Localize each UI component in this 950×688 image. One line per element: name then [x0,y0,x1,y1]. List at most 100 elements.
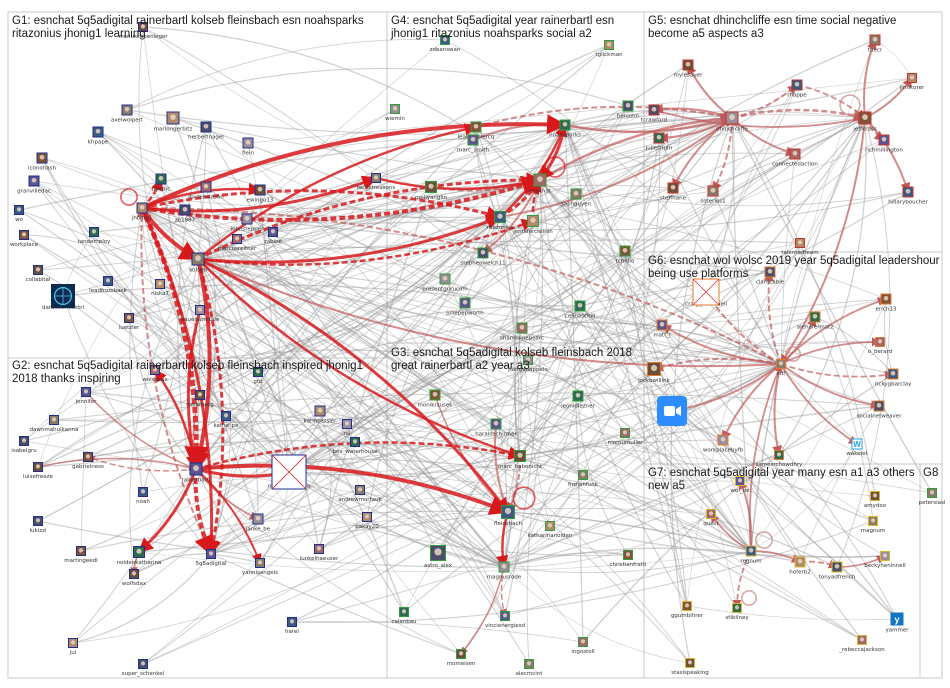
node-stibilney[interactable]: stibilney [725,603,749,621]
node-alehafermatz[interactable]: alehafermatz [797,311,834,331]
node-collabital[interactable]: collabital [26,265,51,283]
node-benjohn[interactable]: benjohn [617,100,640,120]
node-super-schenkel[interactable]: super_schenkel [122,659,165,677]
node-regnum[interactable]: regnum [740,545,762,565]
node-soterios1[interactable]: soterios1 [700,185,726,205]
node-leonidlezner[interactable]: leonidlezner [561,390,596,410]
node-stasispeaking[interactable]: stasispeaking [671,658,709,676]
node-wol-de[interactable]: wol_de [730,476,750,494]
node-noah[interactable]: noah [136,487,150,505]
node-astro-alex[interactable]: astro_alex [424,545,453,569]
node-flein[interactable]: flein [242,137,254,157]
node-rainerbartl[interactable]: rainerbartl [181,462,211,484]
node-marlongerbitz[interactable]: marlongerbitz [154,111,193,133]
node-wolvesax[interactable]: wolvesax [142,365,169,383]
node-harel[interactable]: harel [285,617,299,635]
node-amydoo[interactable]: amydoo [864,491,887,509]
node-pakay20[interactable]: pakay20 [355,512,379,530]
node-richmillington[interactable]: richmillington [865,134,903,154]
node-clarecable[interactable]: clarecable [756,266,785,286]
node-iconohash[interactable]: iconohash [28,152,56,172]
node-jhonig1[interactable]: jhonig1 [131,202,152,222]
node-lukizzi[interactable]: lukizzi [29,516,47,534]
node-monikrzusek[interactable]: monikrzusek [418,389,454,409]
node-marc-smith[interactable]: marc_smith [457,134,490,154]
node-granvilledac[interactable]: granvilledac [17,175,51,195]
node-dawnmahulkanna[interactable]: dawnmahulkanna [30,415,79,433]
node-alecmcint[interactable]: alecmcint [516,659,544,677]
node-calanbau[interactable]: calanbau [391,607,417,625]
node-beckyheninnell[interactable]: beckyheninnell [864,551,906,569]
node-sdf[interactable]: sdf [776,359,786,377]
node-ritazonius[interactable]: ritazonius [487,211,514,231]
node-talentedteam[interactable]: talentedteam [781,238,819,256]
node-celinaschill[interactable]: celinaschill [565,300,596,320]
node-ral[interactable]: ral [342,419,352,437]
node-sharonlinepearc[interactable]: sharonlinepearc [500,322,544,342]
node-zdeanswan[interactable]: zdeanswan [430,35,461,53]
node-andrewmortauk[interactable]: andrewmortauk [338,485,383,503]
node-petersiasl[interactable]: petersiasl [919,488,946,506]
node-momeisen[interactable]: momeisen [447,649,476,667]
node-erich13[interactable]: erich13 [876,293,897,313]
node-miemc[interactable]: miemc [152,173,171,193]
node-martingeedl[interactable]: martingeedl [64,546,98,564]
node-janke-be[interactable]: janke_be [245,513,271,533]
node-vincienergiesd[interactable]: vincienergiesd [485,611,525,629]
node-quest[interactable]: quest [703,509,720,527]
node-dhinchcliffe[interactable]: dhinchcliffe [716,111,748,133]
node-neuenarrative[interactable]: neuenarrative [181,305,220,323]
node-connectedaction[interactable]: connectedaction [772,148,818,168]
node-wiemin[interactable]: wiemin [385,104,405,122]
node-ewingo13[interactable]: ewingo13 [247,184,274,204]
node-yannisangels[interactable]: yannisangels [242,558,278,576]
node-noahsparks[interactable]: noahsparks [549,119,581,139]
node-saphguyen[interactable]: saphguyen [561,188,592,208]
node-fleinsbach[interactable]: fleinsbach [494,505,523,527]
node-mylesauer[interactable]: mylesauer [674,59,704,79]
node-johnstepper[interactable]: johnstepper [230,213,265,233]
node-stephenwelch11[interactable]: stephenwelch11 [460,247,506,267]
node-jeffkrass[interactable]: jeffkrass [852,111,877,133]
node-samesrchowdhry[interactable]: samesrchowdhry [756,450,804,468]
node-oscarberg[interactable]: oscarberg [186,390,214,408]
node-jockowillink[interactable]: jockowillink [637,362,671,384]
node-tonyadfrench[interactable]: tonyadfrench [819,561,856,581]
node-niska7[interactable]: niska7 [151,279,169,297]
node--rebeccajackson[interactable]: _rebeccajackson [838,635,885,653]
node-hoferb2[interactable]: hoferb2 [789,556,811,576]
node-darrenslason[interactable]: darrenslason [188,181,224,201]
node-kathe-pe[interactable]: kathe_pe [213,411,239,429]
node-workplace[interactable]: workplace [10,230,39,248]
node-tglickman[interactable]: tglickman [595,40,623,58]
node-techstreasons[interactable]: techstreasons [357,173,396,191]
node-tchello[interactable]: tchello [616,245,635,265]
node-karinsessler[interactable]: karinsessler [304,405,338,425]
node-ingostoll[interactable]: ingostoll [571,637,595,655]
node-manuschoenleger[interactable]: manuschoenleger [118,22,168,40]
node-esnchat[interactable]: esnchat [529,173,552,195]
node-gtd[interactable]: gtd [253,367,263,385]
node-magnusrode[interactable]: magnusrode [487,561,522,581]
node-juergenappelo[interactable]: juergenappelo [507,355,548,373]
node-steffhane[interactable]: steffhane [660,182,687,202]
node-mamumuller[interactable]: mamumuller [607,428,643,446]
node-bev-waterhouse[interactable]: bev_waterhouse [332,437,378,455]
node-luetzler[interactable]: luetzler [119,313,140,331]
node-christianfratti[interactable]: christianfratti [609,550,647,568]
node-zabine[interactable]: zabine [264,227,283,245]
node-julieshum[interactable]: julieshum [645,132,673,152]
node-rickygbarclay[interactable]: rickygbarclay [875,368,912,388]
node-jennifercreinin[interactable]: jennifercreinin [512,215,553,235]
node-kolseb[interactable]: kolseb [189,252,207,274]
node-workplacebyfb[interactable]: workplacebyfb [703,434,744,454]
node-5q5adigital[interactable]: 5q5adigital [196,549,227,567]
node-leadfromback[interactable]: leadfromback [89,276,128,294]
node-lunkelhaeuser[interactable]: lunkelhaeuser [300,544,339,562]
node-tandemploy[interactable]: tandemploy [78,227,112,245]
node-tcrawford[interactable]: tcrawford [641,104,667,124]
node-magnum[interactable]: magnum [861,516,886,534]
node-haraldschirmer[interactable]: haraldschirmer [475,418,518,438]
node-gabrielness[interactable]: gabrielness [72,452,104,470]
node-rhappe[interactable]: rhappe [787,79,807,99]
